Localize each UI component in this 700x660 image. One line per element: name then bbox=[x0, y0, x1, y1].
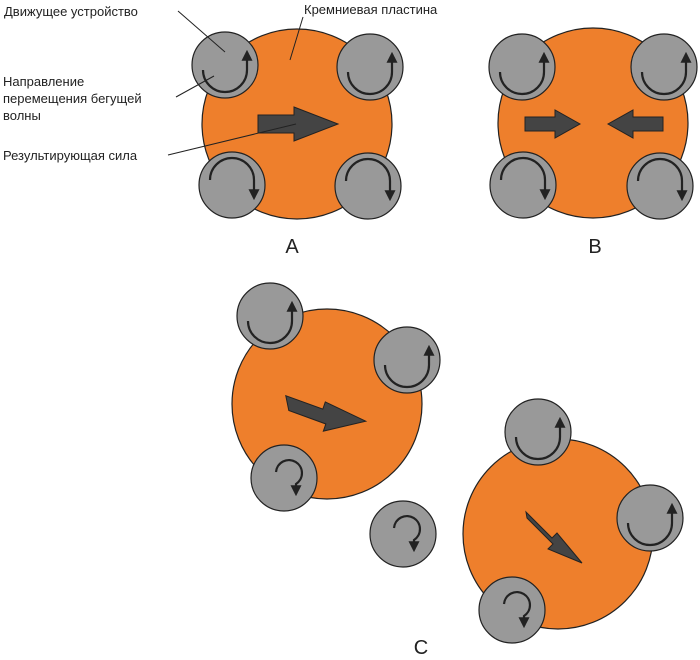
leader-line bbox=[167, 123, 297, 156]
leader-line bbox=[175, 75, 215, 98]
resultant-force-arrow bbox=[525, 510, 583, 564]
drive-roller bbox=[369, 500, 437, 568]
force-arrow-left bbox=[606, 109, 664, 139]
panel-label-a: A bbox=[285, 236, 299, 258]
label-wave-direction: Направление перемещения бегущей волны bbox=[3, 74, 145, 123]
label-line: перемещения бегущей bbox=[3, 91, 142, 106]
label-line: волны bbox=[3, 108, 41, 123]
callouts: Движущее устройство Кремниевая пластина … bbox=[3, 2, 438, 163]
drive-roller bbox=[489, 151, 557, 219]
label-driver: Движущее устройство bbox=[4, 4, 138, 19]
leader-line bbox=[177, 10, 226, 53]
label-wafer: Кремниевая пластина bbox=[304, 2, 438, 17]
panel-label-c: C bbox=[414, 637, 428, 659]
label-line: Направление bbox=[3, 74, 84, 89]
drive-roller bbox=[236, 282, 304, 350]
panel-label-b: B bbox=[588, 236, 601, 258]
panel-b: B bbox=[488, 27, 698, 258]
drive-roller bbox=[616, 484, 684, 552]
panel-c: C bbox=[231, 282, 684, 659]
resultant-force-arrow bbox=[257, 106, 340, 142]
label-resultant-force: Результирующая сила bbox=[3, 148, 138, 163]
leader-line bbox=[289, 16, 304, 61]
drive-roller bbox=[504, 398, 572, 466]
drive-roller bbox=[191, 31, 259, 99]
resultant-force-arrow bbox=[285, 394, 368, 432]
drive-roller bbox=[373, 326, 441, 394]
force-arrow-right bbox=[524, 109, 582, 139]
drive-roller bbox=[250, 444, 318, 512]
drive-roller bbox=[478, 576, 546, 644]
drive-roller bbox=[626, 152, 694, 220]
drive-roller bbox=[334, 152, 402, 220]
drive-roller bbox=[630, 33, 698, 101]
drive-roller bbox=[198, 151, 266, 219]
drive-roller bbox=[336, 33, 404, 101]
panel-a: A bbox=[191, 28, 404, 258]
drive-roller bbox=[488, 33, 556, 101]
